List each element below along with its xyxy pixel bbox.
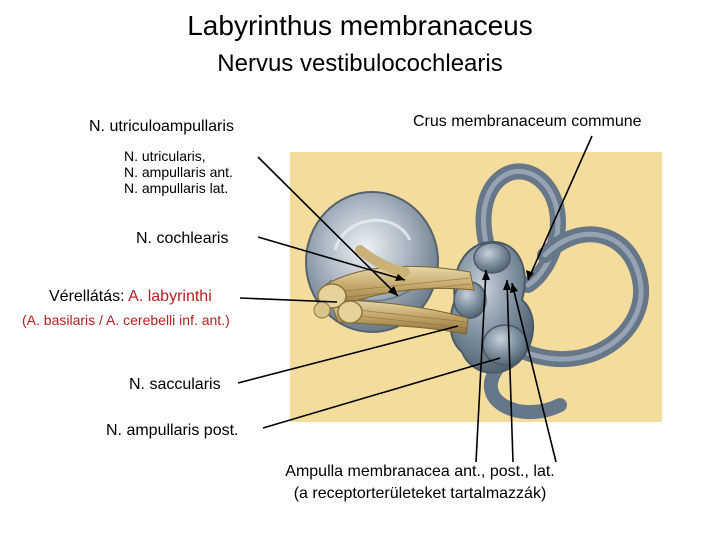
label-verellatas: Vérellátás: A. labyrinthi [49,288,212,306]
label-crus: Crus membranaceum commune [413,113,642,130]
label-ampulla-line-2: (a receptorterületeket tartalmazzák) [293,485,547,502]
leader-ampullaris-post [262,357,501,429]
label-utriculoampullaris: N. utriculoampullaris [89,118,234,135]
nerve-bundle-lower [329,299,469,335]
leader-ampulla-3 [511,282,557,463]
leader-cochlearis [257,236,406,281]
label-ampulla-line-1: Ampulla membranacea ant., post., lat. [285,463,555,480]
label-ampullaris-post: N. ampullaris post. [106,422,239,439]
label-saccularis: N. saccularis [129,376,221,393]
ampulla-upper [473,242,511,274]
saccule-shape [482,324,528,366]
leader-verellatas [239,297,338,303]
verellatas-prefix: Vérellátás: [49,288,129,305]
label-arteries: (A. basilaris / A. cerebelli inf. ant.) [22,312,230,328]
nerve-cut-end-2 [337,300,363,324]
leader-saccularis [237,325,459,384]
leader-ampulla-2 [506,279,514,463]
leader-ampulla-1 [475,269,487,463]
page-subtitle: Nervus vestibulocochlearis [217,50,503,77]
label-cochlearis: N. cochlearis [136,230,229,247]
leader-utriculoampullaris [257,156,399,297]
verellatas-value: A. labyrinthi [128,288,212,305]
nerve-bundle-upper [324,265,475,311]
leader-crus [527,135,593,281]
lateral-canal [483,358,567,420]
label-sub-utricularis: N. utricularis, [124,148,206,164]
label-sub-ampullaris-lat: N. ampullaris lat. [124,180,229,196]
nerve-cut-end-3 [313,301,331,319]
label-sub-ampullaris-ant: N. ampullaris ant. [124,164,233,180]
page-title: Labyrinthus membranaceus [187,10,533,41]
